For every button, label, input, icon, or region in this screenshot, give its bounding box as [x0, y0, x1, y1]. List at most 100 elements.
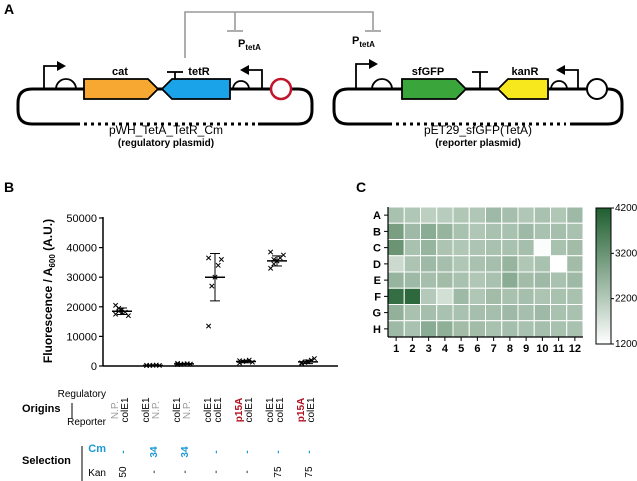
cell-reporter-origin: colE1: [275, 397, 286, 422]
reporter-plasmid-subtitle: (reporter plasmid): [435, 138, 521, 149]
heatmap-cell: [387, 304, 405, 322]
heatmap-cell: [550, 206, 568, 224]
heatmap-cell: [501, 271, 519, 289]
row-label: B: [373, 226, 381, 238]
cell-kan-concentration: -: [211, 470, 222, 473]
reporter-plasmid-backbone: [332, 87, 624, 126]
colorbar-tick-label: 1200: [615, 339, 637, 350]
cell-kan-concentration: -: [242, 470, 253, 473]
cell-regulatory-origin: p15A: [296, 398, 307, 422]
heatmap-cell: [550, 287, 568, 305]
heatmap-cell: [387, 287, 405, 305]
cell-regulatory-origin: N.P.: [110, 401, 121, 419]
heatmap-cell: [452, 255, 470, 273]
cell-kan-concentration: -: [149, 470, 160, 473]
heatmap-cell: [436, 222, 454, 240]
heatmap-cell: [403, 255, 421, 273]
data-point: [218, 256, 224, 262]
cell-regulatory-origin: colE1: [172, 397, 183, 422]
cell-cm-concentration: -: [211, 450, 222, 453]
kanr-gene: [496, 78, 549, 100]
cell-cm-concentration: -: [273, 450, 284, 453]
heatmap-cell: [436, 239, 454, 257]
colorbar-tick-label: 4200: [615, 203, 637, 214]
heatmap-cell: [501, 239, 519, 257]
heatmap-cell: [501, 255, 519, 273]
rbs-icon: [550, 80, 568, 90]
heatmap-cell: [566, 239, 584, 257]
col-label: 1: [393, 343, 399, 355]
regulatory-plasmid-backbone: [16, 87, 314, 126]
heatmap-cell: [485, 271, 503, 289]
row-label-regulatory: Regulatory: [58, 389, 106, 400]
origins-title: Origins: [22, 403, 61, 415]
tetr-gene-label: tetR: [188, 66, 209, 78]
cell-kan-concentration: 50: [118, 466, 129, 478]
heatmap-cell: [436, 255, 454, 273]
regulatory-plasmid-subtitle: (regulatory plasmid): [118, 138, 214, 149]
heatmap-cell: [517, 287, 535, 305]
heatmap-cell: [550, 271, 568, 289]
heatmap-cell: [403, 287, 421, 305]
panel-a: A PtetA PtetA cat tetR pWH_TetA_Te: [4, 1, 624, 149]
heatmap-cell: [403, 320, 421, 338]
heatmap-cell: [420, 320, 438, 338]
heatmap-cell: [452, 287, 470, 305]
row-label: F: [374, 291, 381, 303]
row-label-kan: Kan: [88, 468, 106, 479]
heatmap-cell: [501, 304, 519, 322]
heatmap-cell: [468, 287, 486, 305]
heatmap-cell: [420, 287, 438, 305]
row-label-reporter: Reporter: [67, 417, 107, 428]
heatmap-cell: [452, 320, 470, 338]
y-axis-title: Fluorescence / A600 (A.U.): [41, 219, 57, 363]
heatmap-cell: [452, 206, 470, 224]
heatmap-cell: [517, 239, 535, 257]
heatmap-cell: [566, 304, 584, 322]
heatmap-cell: [517, 271, 535, 289]
heatmap-cell: [387, 255, 405, 273]
row-label: D: [373, 259, 381, 271]
cell-cm-concentration: -: [242, 450, 253, 453]
data-point: [206, 255, 212, 261]
heatmap-cell: [485, 304, 503, 322]
row-label-cm: Cm: [88, 443, 106, 455]
heatmap-cell: [550, 239, 568, 257]
heatmap-cell: [517, 206, 535, 224]
cell-kan-concentration: -: [180, 470, 191, 473]
promoter-icon: [43, 65, 60, 89]
cell-cm-concentration: 34: [180, 446, 191, 458]
heatmap-cell: [452, 271, 470, 289]
cell-reporter-origin: colE1: [120, 397, 131, 422]
heatmap-cell: [517, 320, 535, 338]
y-tick-label: 0: [91, 361, 97, 373]
heatmap-cell: [550, 304, 568, 322]
heatmap-cell: [501, 287, 519, 305]
cell-cm-concentration: -: [304, 450, 315, 453]
row-label: G: [372, 308, 381, 320]
heatmap-cell: [436, 271, 454, 289]
col-label: 10: [536, 343, 548, 355]
heatmap-cell: [420, 222, 438, 240]
cell-reporter-origin: N.P.: [182, 401, 193, 419]
heatmap-cell: [387, 222, 405, 240]
cell-reporter-origin: colE1: [244, 397, 255, 422]
data-point: [268, 249, 274, 255]
data-point: [215, 262, 221, 268]
heatmap-cell: [468, 206, 486, 224]
heatmap-cell: [387, 271, 405, 289]
rbs-icon: [55, 78, 77, 90]
origin-icon: [586, 78, 608, 100]
col-label: 5: [458, 343, 464, 355]
colorbar-gradient: [595, 207, 612, 345]
rbs-icon: [371, 78, 393, 90]
y-tick-label: 10000: [66, 331, 97, 343]
cell-regulatory-origin: colE1: [203, 397, 214, 422]
cell-reporter-origin: colE1: [213, 397, 224, 422]
heatmap-cell: [550, 320, 568, 338]
heatmap-cell: [517, 222, 535, 240]
panel-c-label: C: [356, 179, 366, 195]
heatmap-cell: [550, 255, 568, 273]
